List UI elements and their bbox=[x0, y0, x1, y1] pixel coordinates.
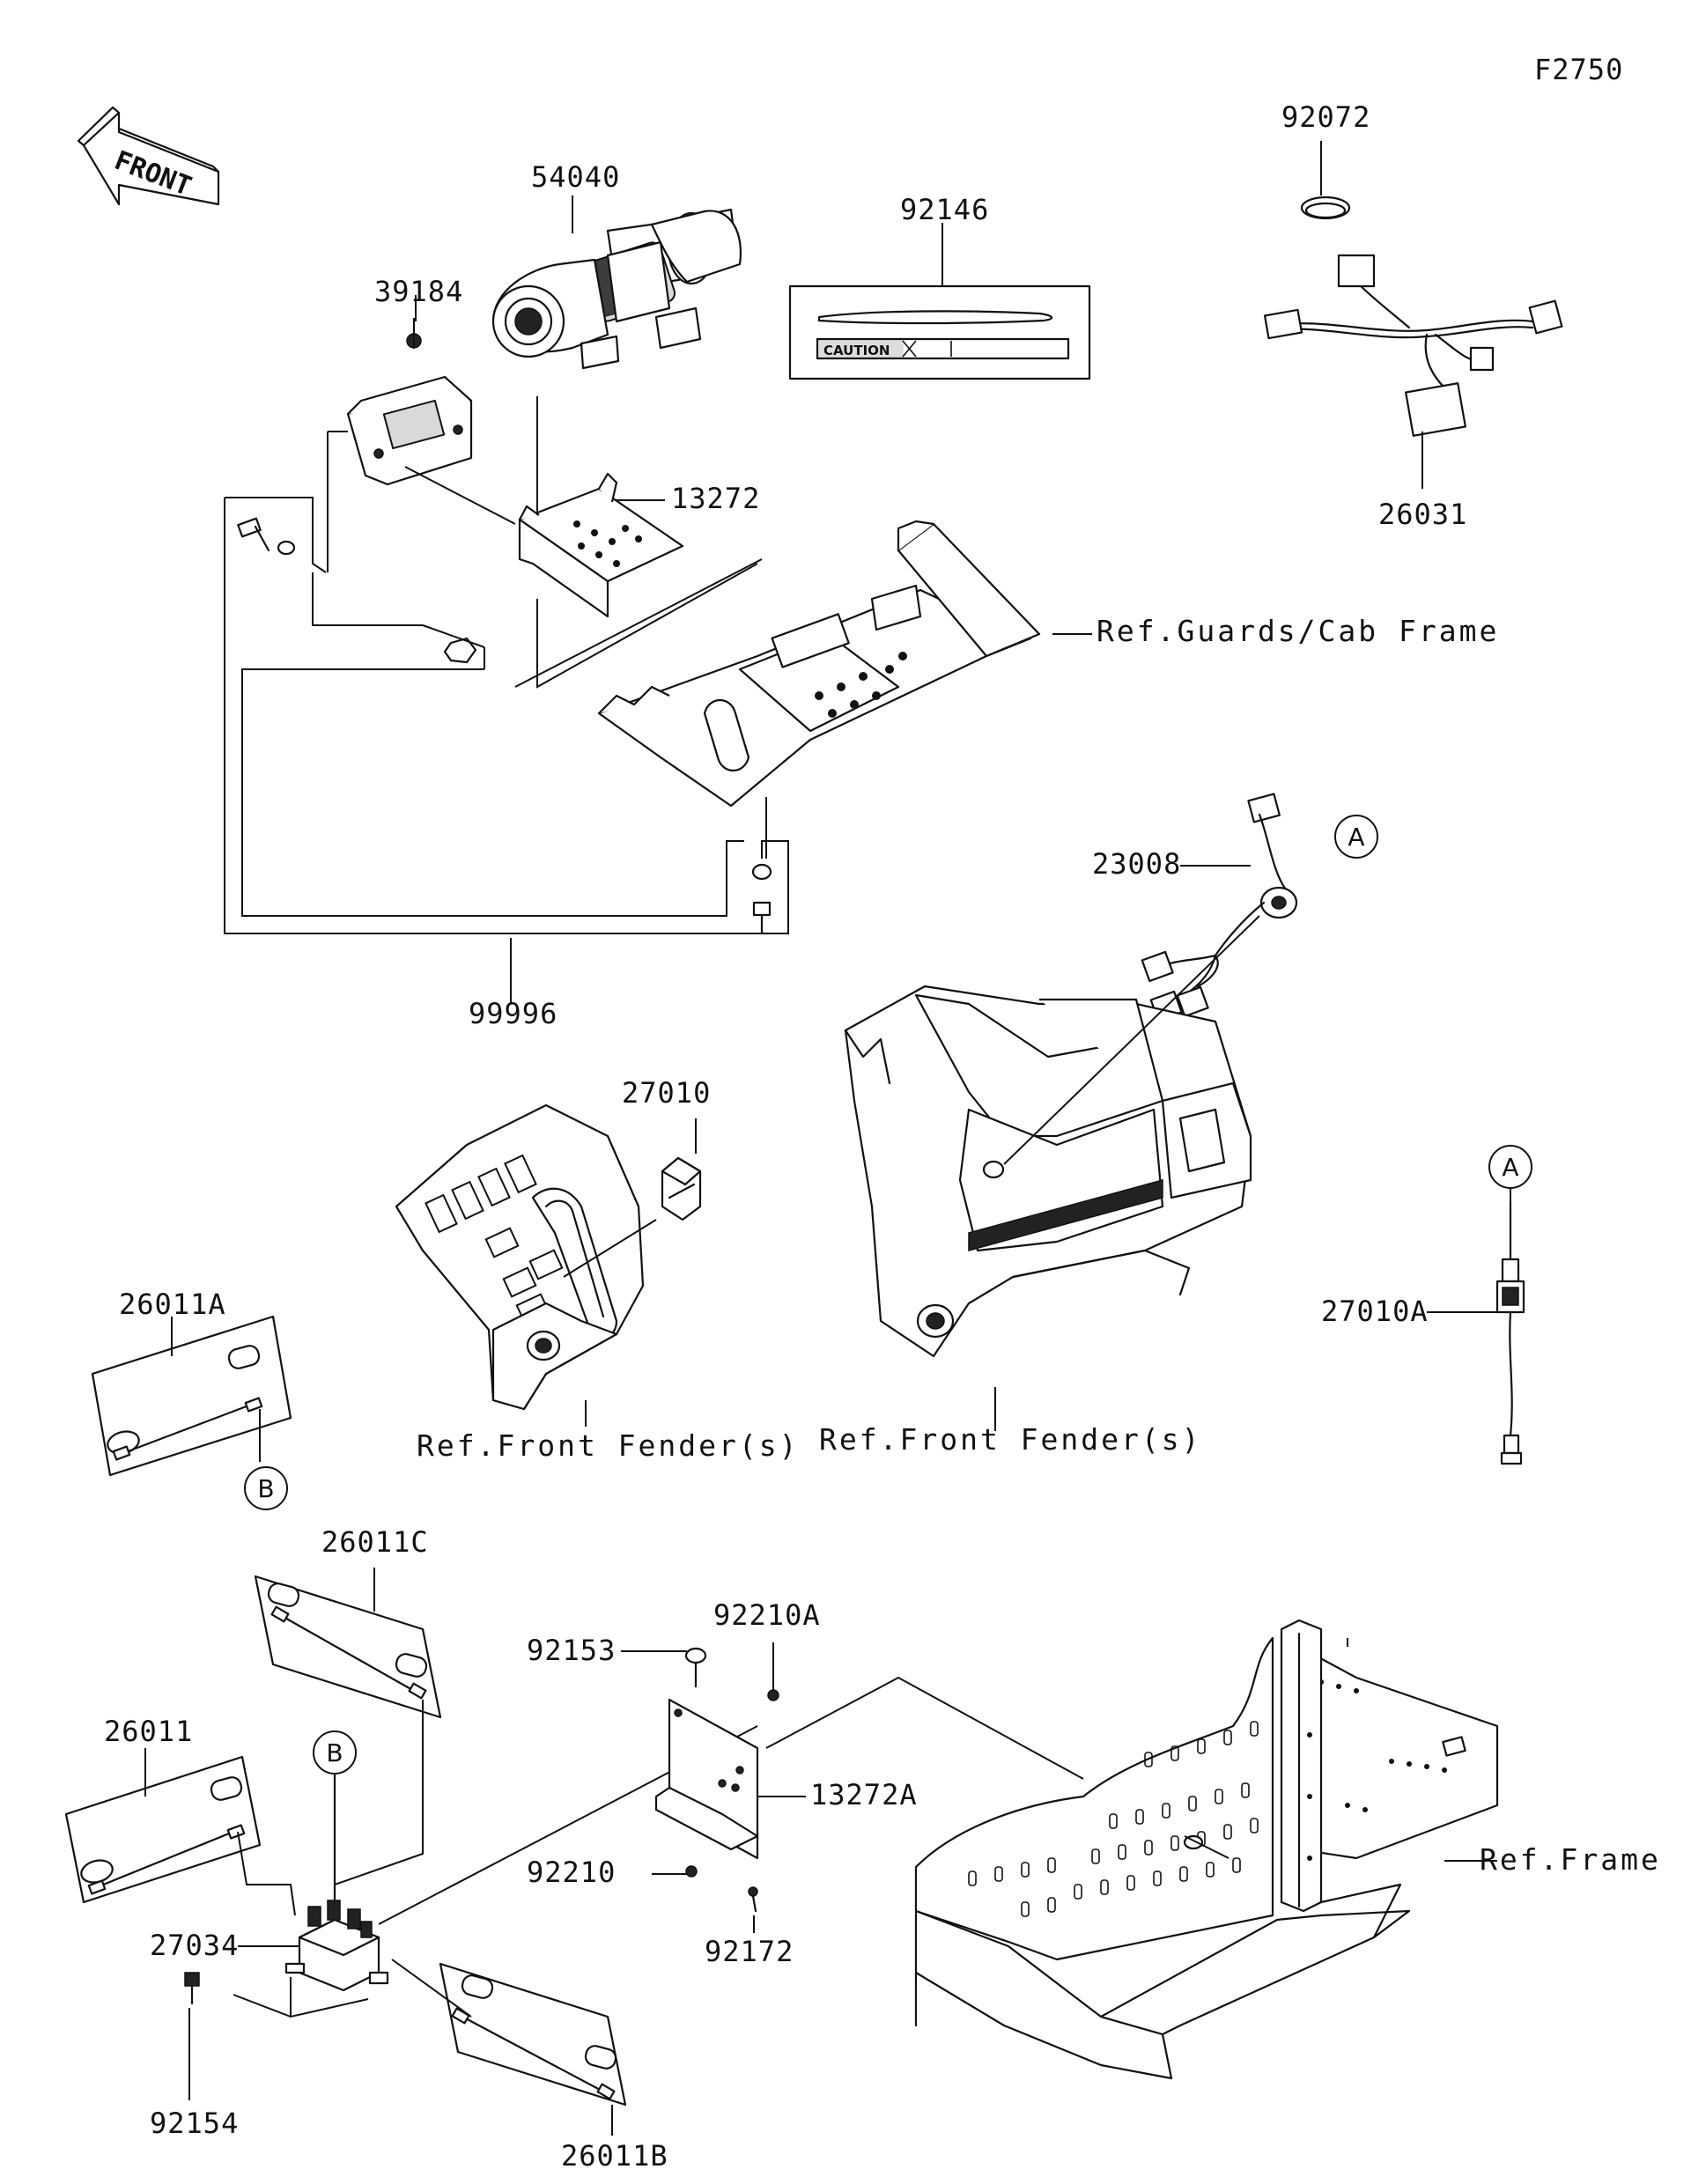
mount-plate-illustration bbox=[518, 472, 684, 618]
console-illustration bbox=[395, 1103, 657, 1411]
part-label-54040[interactable]: 54040 bbox=[531, 160, 621, 194]
front-arrow: FRONT bbox=[77, 106, 220, 206]
part-label-26011c[interactable]: 26011C bbox=[321, 1525, 429, 1559]
guard-illustration bbox=[597, 520, 1041, 808]
part-label-92210a[interactable]: 92210A bbox=[713, 1598, 821, 1632]
part-label-27010[interactable]: 27010 bbox=[622, 1076, 712, 1110]
winch-illustration bbox=[491, 208, 742, 370]
callout-a-right: A bbox=[1488, 1145, 1532, 1189]
cable-26011-illustration bbox=[64, 1755, 296, 1916]
fairlead-illustration bbox=[346, 317, 473, 486]
cable-26011a-illustration bbox=[91, 1315, 292, 1477]
part-label-26031[interactable]: 26031 bbox=[1378, 498, 1468, 531]
callout-b-left: B bbox=[244, 1466, 288, 1510]
switch-27010-illustration bbox=[661, 1156, 702, 1221]
ref-front-fender-right[interactable]: Ref.Front Fender(s) bbox=[819, 1422, 1202, 1457]
part-label-26011[interactable]: 26011 bbox=[104, 1715, 194, 1748]
part-label-92210[interactable]: 92210 bbox=[527, 1856, 617, 1889]
part-label-13272[interactable]: 13272 bbox=[671, 482, 761, 515]
harness-23008-illustration bbox=[1141, 793, 1298, 1022]
ref-guards-cab-frame[interactable]: Ref.Guards/Cab Frame bbox=[1097, 614, 1500, 648]
hardware-group-lines bbox=[224, 396, 789, 969]
part-label-23008[interactable]: 23008 bbox=[1092, 847, 1182, 881]
switch-27010a-illustration bbox=[1495, 1200, 1525, 1465]
part-label-92146[interactable]: 92146 bbox=[900, 193, 990, 226]
part-label-27034[interactable]: 27034 bbox=[150, 1929, 240, 1962]
part-label-39184[interactable]: 39184 bbox=[374, 275, 464, 308]
part-label-92154[interactable]: 92154 bbox=[150, 2107, 240, 2140]
cable-26011b-illustration bbox=[439, 1962, 627, 2107]
part-label-99996[interactable]: 99996 bbox=[469, 997, 558, 1030]
part-label-26011a[interactable]: 26011A bbox=[119, 1288, 226, 1321]
label-kit-illustration: CAUTION bbox=[788, 284, 1091, 380]
harness-26031-illustration bbox=[1263, 254, 1563, 437]
callout-b-bottom: B bbox=[313, 1730, 357, 1774]
figure-code: F2750 bbox=[1534, 53, 1624, 86]
part-label-92153[interactable]: 92153 bbox=[527, 1634, 617, 1667]
part-label-26011b[interactable]: 26011B bbox=[561, 2139, 668, 2173]
bracket-13272a-illustration bbox=[654, 1647, 1084, 1913]
clip-illustration bbox=[1300, 196, 1351, 220]
part-label-92072[interactable]: 92072 bbox=[1281, 100, 1371, 134]
dashboard-illustration bbox=[844, 915, 1260, 1358]
winch-hardware bbox=[237, 517, 772, 935]
callout-a-top: A bbox=[1334, 815, 1378, 859]
label-strip-text: CAUTION bbox=[823, 343, 890, 358]
part-label-13272a[interactable]: 13272A bbox=[810, 1778, 918, 1811]
part-label-92172[interactable]: 92172 bbox=[705, 1935, 794, 1968]
frame-illustration bbox=[914, 1619, 1499, 2080]
part-label-27010a[interactable]: 27010A bbox=[1321, 1295, 1429, 1328]
ref-frame[interactable]: Ref.Frame bbox=[1480, 1842, 1661, 1877]
ref-front-fender-left[interactable]: Ref.Front Fender(s) bbox=[417, 1428, 800, 1463]
cable-26011c-illustration bbox=[254, 1575, 442, 1911]
leader-lines bbox=[144, 141, 1511, 2136]
